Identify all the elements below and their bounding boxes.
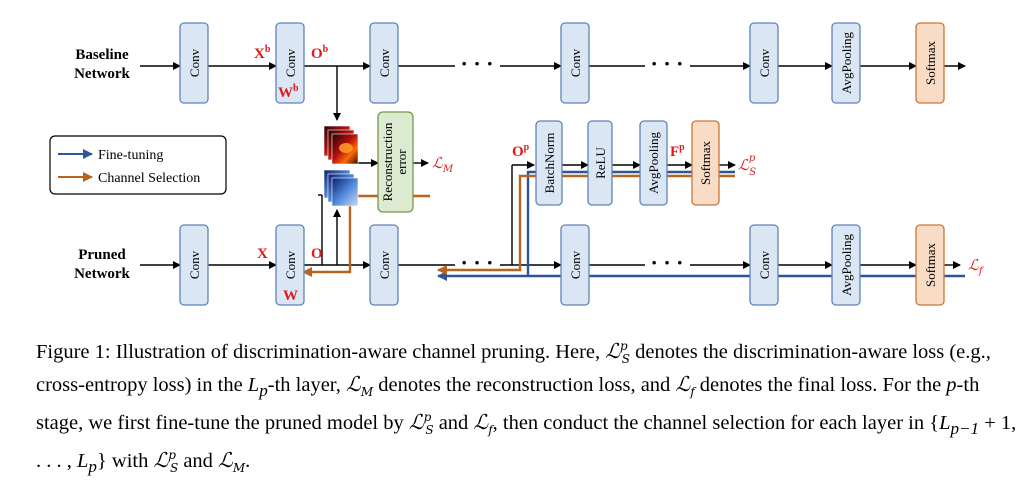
baseline-conv-4 <box>560 22 590 104</box>
pruned-avgpool-label: AvgPooling <box>839 234 854 296</box>
baseline-conv-1-label: Conv <box>187 48 202 77</box>
baseline-blocks <box>179 22 945 104</box>
pruned-conv-3-label: Conv <box>377 250 392 279</box>
branch-softmax <box>691 120 720 206</box>
reconstruction-label-line1: Reconstruction <box>380 122 395 201</box>
baseline-conv-3-label: Conv <box>377 48 392 77</box>
diagram: Baseline Network Pruned Network <box>49 22 985 306</box>
baseline-feature-maps <box>323 125 359 165</box>
branch-avgpool-label: AvgPooling <box>646 132 661 194</box>
pruned-conv-1 <box>179 224 209 306</box>
pruned-conv-5-label: Conv <box>757 250 772 279</box>
symbol-fp: Fp <box>670 142 685 160</box>
branch-blocks <box>377 111 720 213</box>
branch-connections <box>358 159 736 169</box>
pruned-conv-1-label: Conv <box>187 250 202 279</box>
pruned-ellipsis-2: · · · <box>650 250 683 275</box>
reconstruction-label-line2: error <box>394 149 409 175</box>
pruned-softmax <box>915 224 945 306</box>
reconstruction-error-block <box>377 111 414 213</box>
branch-relu <box>587 120 613 206</box>
legend-box <box>49 135 227 195</box>
baseline-connections <box>140 62 966 121</box>
branch-avgpool <box>639 120 668 206</box>
branch-relu-label: ReLU <box>593 147 608 179</box>
symbol-x: X <box>257 246 268 262</box>
symbol-o: O <box>311 246 323 262</box>
pruned-label-line2: Network <box>74 266 130 282</box>
legend-channel-selection-label: Channel Selection <box>98 171 200 186</box>
symbol-w: W <box>283 288 298 304</box>
pruned-conv-3 <box>369 224 399 306</box>
symbol-wb: Wb <box>278 83 299 101</box>
pruned-avgpool <box>831 224 861 306</box>
baseline-softmax <box>915 22 945 104</box>
legend-fine-tuning-label: Fine-tuning <box>98 148 163 163</box>
baseline-conv-1 <box>179 22 209 104</box>
baseline-conv-3 <box>369 22 399 104</box>
baseline-conv-2-label: Conv <box>283 48 298 77</box>
pruned-softmax-label: Softmax <box>923 242 938 287</box>
pruned-blocks <box>179 224 945 306</box>
branch-softmax-label: Softmax <box>698 140 713 185</box>
baseline-conv-5-label: Conv <box>757 48 772 77</box>
symbol-ob: Ob <box>311 44 329 62</box>
baseline-avgpool <box>831 22 861 104</box>
legend: Fine-tuning Channel Selection <box>49 135 227 195</box>
symbol-xb: Xb <box>254 44 271 62</box>
branch-batchnorm-label: BatchNorm <box>542 133 557 194</box>
baseline-softmax-label: Softmax <box>923 40 938 85</box>
pruned-conv-5 <box>749 224 779 306</box>
baseline-conv-5 <box>749 22 779 104</box>
pruned-ellipsis-1: · · · <box>460 250 493 275</box>
loss-m-label: ℒM <box>432 154 454 175</box>
pruned-feature-maps <box>323 169 359 207</box>
baseline-ellipsis-1: · · · <box>460 51 493 76</box>
pruned-label-line1: Pruned <box>78 247 126 263</box>
baseline-conv-2 <box>275 22 305 104</box>
symbol-op: Op <box>512 142 530 160</box>
pruned-connections <box>140 161 961 269</box>
baseline-label-line1: Baseline <box>75 47 129 63</box>
pruned-conv-2-label: Conv <box>283 250 298 279</box>
pruned-conv-4-label: Conv <box>568 250 583 279</box>
pruned-conv-2 <box>275 224 305 306</box>
loss-f-label: ℒf <box>968 256 985 277</box>
figure-caption: Figure 1: Illustration of discrimination… <box>36 338 1017 476</box>
pruned-conv-4 <box>560 224 590 306</box>
baseline-ellipsis-2: · · · <box>650 51 683 76</box>
baseline-label-line2: Network <box>74 66 130 82</box>
baseline-conv-4-label: Conv <box>568 48 583 77</box>
baseline-avgpool-label: AvgPooling <box>839 32 854 94</box>
branch-batchnorm <box>535 120 563 206</box>
